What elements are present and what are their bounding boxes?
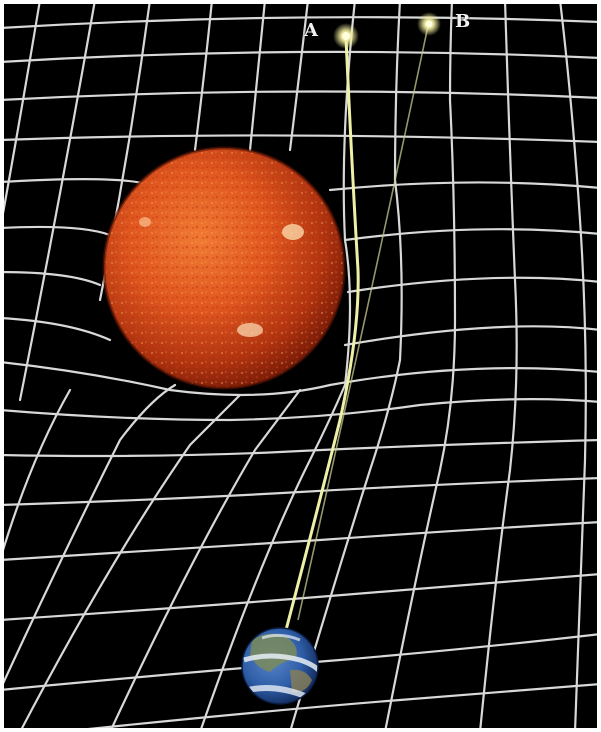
star-b-label: B [455, 13, 470, 31]
star-a [333, 23, 359, 49]
star-a-label: A [304, 22, 318, 40]
star-b [417, 12, 441, 36]
sun-flare [282, 224, 304, 240]
sun [104, 148, 344, 388]
sun-flare [139, 217, 151, 227]
sun-flare [237, 323, 263, 337]
